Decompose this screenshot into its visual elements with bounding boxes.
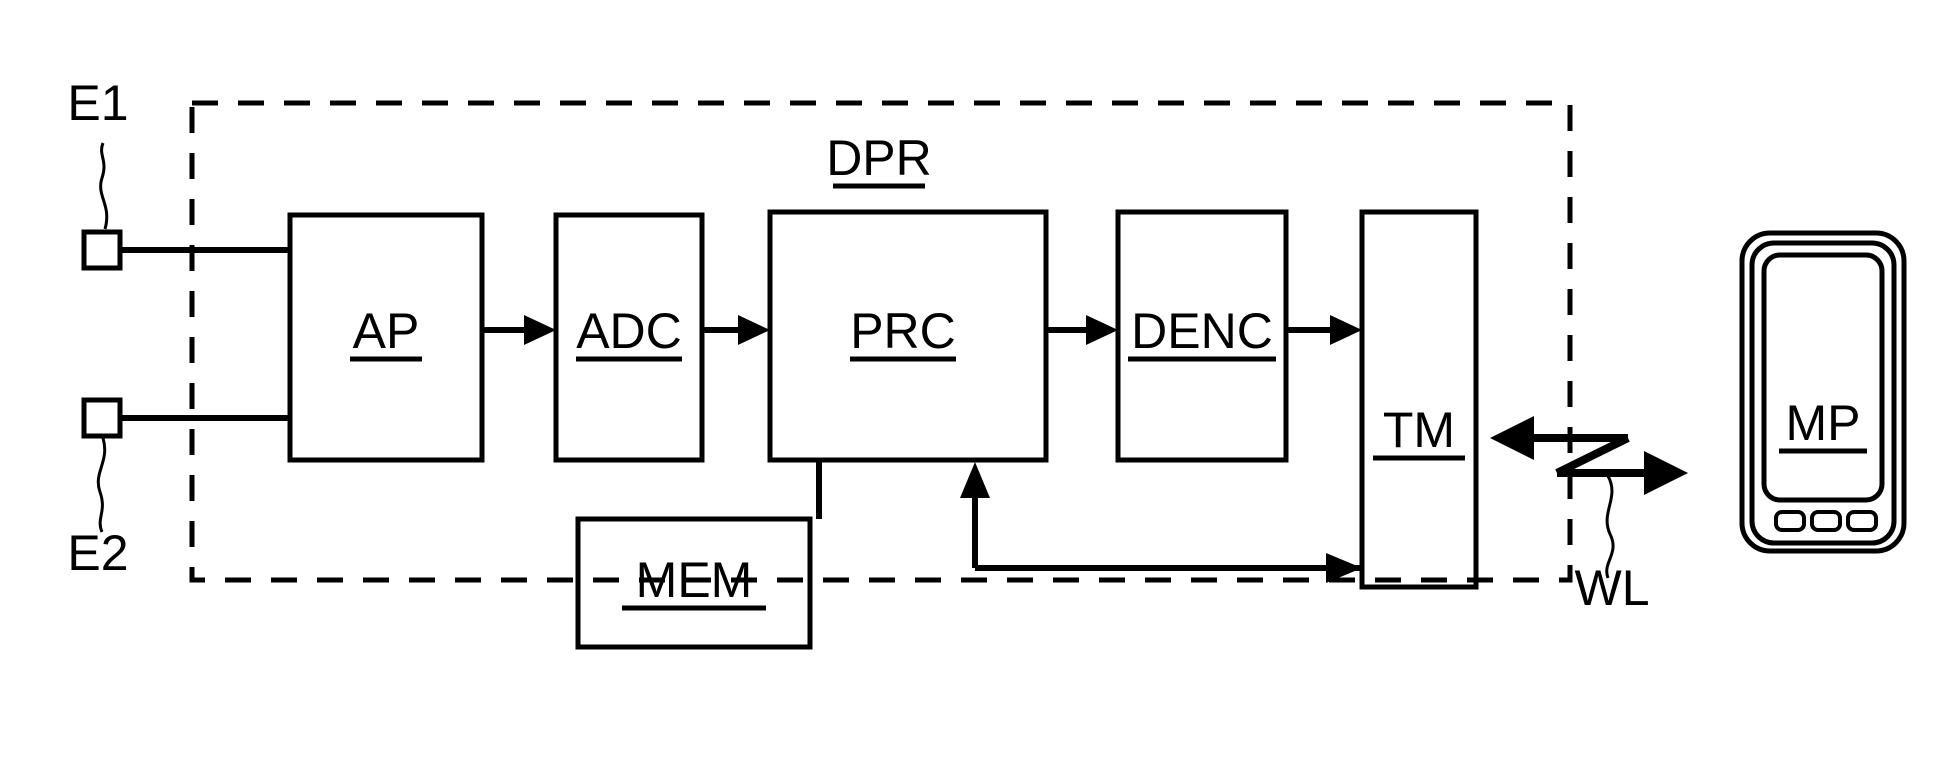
wl-leader-line [1605,475,1615,579]
mobile-phone-button-right[interactable] [1846,510,1878,532]
mobile-phone-button-left[interactable] [1774,510,1806,532]
block-adc [553,212,705,463]
mobile-phone-button-center[interactable] [1810,510,1842,532]
electrode-pad-e1 [81,229,123,271]
electrode-label-e2: E2 [67,525,128,581]
electrode-pad-e2 [81,397,123,439]
mobile-phone-label-mp: MP [1786,395,1861,451]
block-prc [767,209,1049,463]
dpr-enclosure-border [189,100,1573,583]
arrow-head-ap-adc [524,315,556,345]
block-tm [1359,209,1479,590]
block-ap [287,212,485,463]
arrow-head-adc-prc [738,315,770,345]
wireless-arrow-head-to-tm [1490,416,1534,460]
mobile-phone-screen [1761,252,1885,503]
block-label-adc: ADC [576,303,682,359]
mobile-phone-body-outer [1739,230,1907,554]
block-label-tm: TM [1383,402,1455,458]
block-label-prc: PRC [850,303,956,359]
block-denc [1115,209,1289,463]
wireless-link-label-wl: WL [1575,560,1650,616]
electrode-label-e1: E1 [67,75,128,131]
block-mem [575,516,813,650]
electrode-lead-e2 [96,437,107,533]
block-label-ap: AP [353,303,420,359]
block-label-mem: MEM [636,552,753,608]
electrode-lead-e1 [99,142,109,230]
block-label-denc: DENC [1131,303,1273,359]
wireless-bolt-diagonal [1555,434,1630,477]
arrow-head-lower-to-tm [1326,553,1362,583]
mobile-phone-body-inner [1749,240,1897,546]
arrow-head-prc-denc [1086,315,1118,345]
enclosure-label-dpr: DPR [826,130,932,186]
feedback-arrow-head-to-prc [960,462,990,498]
arrow-head-denc-tm [1330,315,1362,345]
wireless-arrow-head-to-mp [1644,451,1688,495]
